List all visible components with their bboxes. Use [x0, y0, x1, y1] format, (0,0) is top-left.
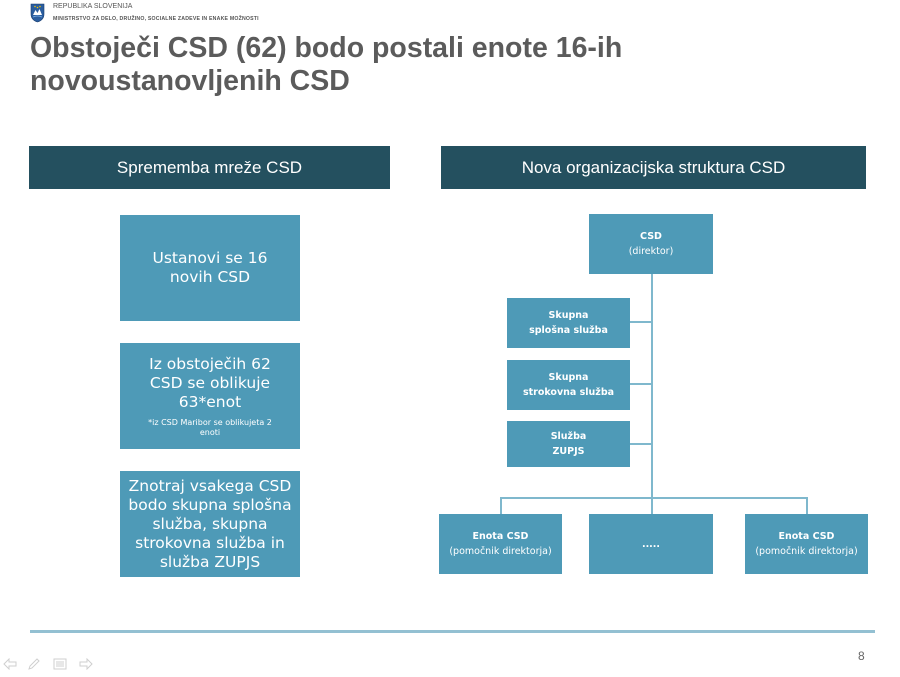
page-number: 8: [858, 649, 865, 663]
org-box-unit-1-title: Enota CSD: [472, 531, 529, 542]
slide-title-line2: novoustanovljenih CSD: [30, 65, 350, 97]
org-box-zupjs-service-l2: ZUPJS: [552, 446, 585, 457]
org-connector-unit3: [806, 497, 808, 514]
new-csd-box: Ustanovi se 16 novih CSD: [120, 215, 300, 321]
units-box-line2: CSD se oblikuje: [149, 373, 271, 392]
org-connector-unit2: [651, 497, 653, 514]
org-box-unit-3: Enota CSD (pomočnik direktorja): [745, 514, 868, 574]
org-box-general-service: Skupna splošna služba: [507, 298, 630, 348]
org-box-unit-1: Enota CSD (pomočnik direktorja): [439, 514, 562, 574]
org-connector-svc3: [630, 443, 651, 445]
units-box-line3: 63*enot: [178, 392, 242, 411]
units-box-line1: Iz obstoječih 62: [149, 354, 271, 373]
units-box-note: *iz CSD Maribor se oblikujeta 2 enoti: [148, 418, 272, 438]
new-csd-box-line1: Ustanovi se 16: [152, 249, 268, 267]
org-connector-units: [500, 497, 808, 499]
org-box-csd: CSD (direktor): [589, 214, 713, 274]
services-box: Znotraj vsakega CSD bodo skupna splošna …: [120, 471, 300, 577]
org-box-unit-3-sub: (pomočnik direktorja): [755, 546, 858, 557]
org-box-csd-title: CSD: [640, 231, 662, 242]
next-arrow-icon[interactable]: [79, 658, 93, 670]
services-box-line2: bodo skupna splošna: [128, 495, 292, 514]
org-box-zupjs-service-l1: Služba: [550, 431, 587, 442]
left-column-header: Sprememba mreže CSD: [29, 146, 390, 189]
org-box-zupjs-service: Služba ZUPJS: [507, 421, 630, 467]
slide-title-line1: Obstoječi CSD (62) bodo postali enote 16…: [30, 32, 623, 64]
org-box-general-service-l2: splošna služba: [529, 325, 608, 336]
org-box-professional-service-l2: strokovna služba: [522, 387, 615, 398]
ministry-label: MINISTRSTVO ZA DELO, DRUŽINO, SOCIALNE Z…: [53, 16, 259, 22]
services-box-line5: služba ZUPJS: [159, 552, 261, 571]
org-connector-svc2: [630, 383, 651, 385]
services-box-line3: služba, skupna: [152, 514, 268, 533]
new-csd-box-line2: novih CSD: [169, 268, 251, 286]
menu-icon[interactable]: [53, 658, 67, 670]
pen-icon[interactable]: [27, 658, 41, 670]
org-box-unit-more-title: .....: [641, 538, 661, 550]
org-box-unit-1-sub: (pomočnik direktorja): [449, 546, 552, 557]
org-box-unit-more: .....: [589, 514, 713, 574]
units-box-note-line1: *iz CSD Maribor se oblikujeta 2: [148, 417, 272, 427]
right-column-header: Nova organizacijska struktura CSD: [441, 146, 866, 189]
republic-label: REPUBLIKA SLOVENIJA: [53, 3, 133, 10]
services-box-line1: Znotraj vsakega CSD: [128, 476, 292, 495]
org-box-general-service-l1: Skupna: [548, 310, 589, 321]
footer-rule: [30, 630, 875, 633]
prev-arrow-icon[interactable]: [3, 658, 17, 670]
org-box-professional-service-l1: Skupna: [548, 372, 589, 383]
services-box-line4: strokovna služba in: [135, 533, 285, 552]
org-connector-svc1: [630, 321, 651, 323]
org-connector-unit1: [500, 497, 502, 514]
units-box: Iz obstoječih 62 CSD se oblikuje 63*enot…: [120, 343, 300, 449]
units-box-note-line2: enoti: [199, 427, 221, 437]
org-box-unit-3-title: Enota CSD: [778, 531, 835, 542]
slovenia-crest-icon: [30, 3, 45, 23]
org-box-csd-sub: (direktor): [628, 246, 674, 257]
slide-title: Obstoječi CSD (62) bodo postali enote 16…: [30, 32, 870, 98]
org-connector-trunk: [651, 274, 653, 499]
org-box-professional-service: Skupna strokovna služba: [507, 360, 630, 410]
